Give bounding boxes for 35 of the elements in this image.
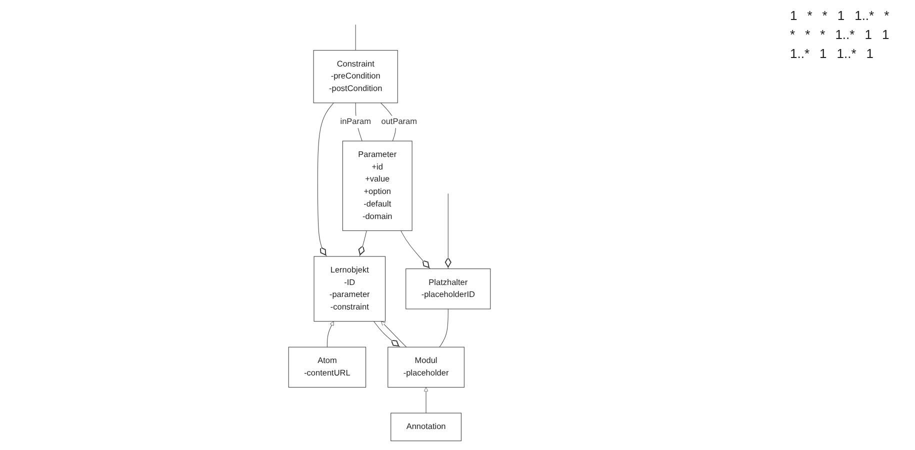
class-box: Lernobjekt -ID -parameter -constraint xyxy=(314,256,386,322)
multiplicity-label: 1..* xyxy=(834,27,856,42)
class-box: Annotation xyxy=(390,412,462,442)
multiplicity-label: 1 xyxy=(865,46,874,61)
multiplicity-label: 1..* xyxy=(854,8,876,23)
class-box: Parameter +id +value +option -default -domain xyxy=(342,140,412,231)
edge-label: outParam xyxy=(381,117,417,126)
multiplicity-label: * xyxy=(821,8,828,23)
inheritance-arrow xyxy=(424,387,428,414)
multiplicity-label: 1 xyxy=(836,8,846,23)
aggregation-line xyxy=(400,230,430,270)
association-line xyxy=(439,308,448,348)
multiplicity-label: 1 xyxy=(864,27,873,42)
multiplicity-label: 1 xyxy=(880,27,890,42)
class-box: Modul -placeholder xyxy=(388,346,464,388)
multiplicity-label: 1..* xyxy=(789,46,811,61)
aggregation-line xyxy=(374,321,400,348)
aggregation-line xyxy=(317,102,334,257)
edge-label: inParam xyxy=(340,117,371,126)
multiplicity-label: 1..* xyxy=(836,46,858,61)
inheritance-arrow xyxy=(381,321,407,348)
multiplicity-label: * xyxy=(806,8,814,23)
class-box: Atom -contentURL xyxy=(288,346,366,388)
aggregation-line xyxy=(358,230,367,257)
multiplicity-label: * xyxy=(789,27,796,42)
multiplicity-label: * xyxy=(883,8,890,23)
class-box: Constraint -preCondition -postCondition xyxy=(313,50,398,104)
aggregation-line xyxy=(444,193,452,270)
association-line xyxy=(355,24,356,51)
inheritance-arrow xyxy=(326,321,334,348)
multiplicity-label: * xyxy=(819,27,826,42)
multiplicity-label: 1 xyxy=(789,8,798,23)
class-box: Platzhalter -placeholderID xyxy=(406,268,491,310)
multiplicity-label: 1 xyxy=(818,46,828,61)
multiplicity-label: * xyxy=(804,27,812,42)
